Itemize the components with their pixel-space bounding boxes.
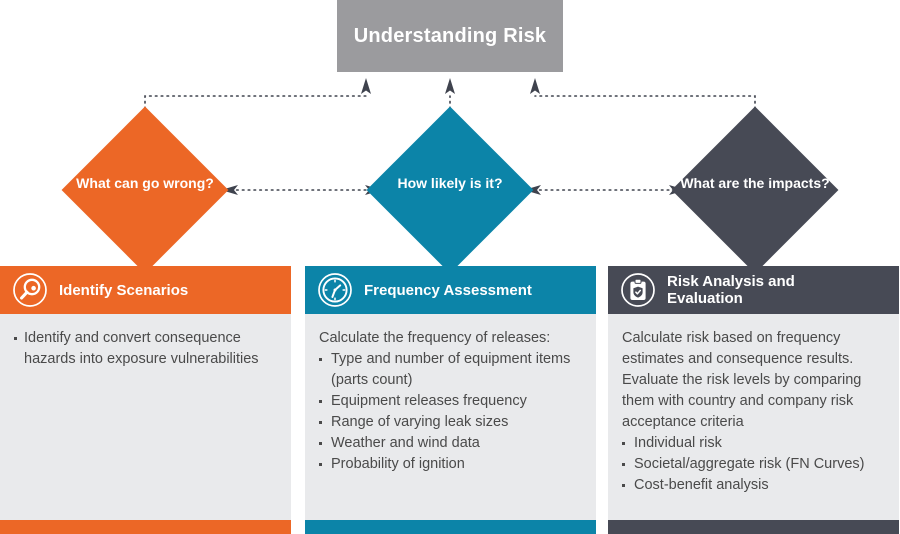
card-frequency-assessment-body: Calculate the frequency of releases: Typ…: [305, 314, 596, 475]
list-item: Type and number of equipment items (part…: [315, 349, 582, 391]
card-frequency-assessment-footer: [305, 520, 596, 534]
card-identify-scenarios-bullets: Identify and convert consequence hazards…: [10, 328, 277, 370]
card-risk-analysis-evaluation: Risk Analysis and Evaluation Calculate r…: [608, 266, 899, 534]
card-frequency-assessment-bullets: Type and number of equipment items (part…: [315, 349, 582, 475]
card-identify-scenarios-body: Identify and convert consequence hazards…: [0, 314, 291, 370]
connector-right-to-top: [534, 95, 756, 133]
card-risk-analysis-evaluation-header: Risk Analysis and Evaluation: [608, 266, 899, 314]
list-item: Individual risk: [618, 433, 885, 454]
card-identify-scenarios-footer: [0, 520, 291, 534]
card-identify-scenarios-header: Identify Scenarios: [0, 266, 291, 314]
card-risk-analysis-evaluation-bullets: Individual risk Societal/aggregate risk …: [618, 433, 885, 496]
understanding-risk-box: Understanding Risk: [337, 0, 563, 72]
diamond-what-can-go-wrong-label: What can go wrong?: [76, 175, 214, 191]
page-title: Understanding Risk: [353, 24, 547, 47]
connector-left-to-top: [144, 95, 367, 133]
card-frequency-assessment-header: Frequency Assessment: [305, 266, 596, 314]
card-identify-scenarios-title: Identify Scenarios: [59, 281, 189, 299]
list-item: Societal/aggregate risk (FN Curves): [618, 454, 885, 475]
card-risk-analysis-evaluation-lead: Calculate risk based on frequency estima…: [622, 330, 862, 430]
list-item: Range of varying leak sizes: [315, 412, 582, 433]
diamond-how-likely-is-it-label: How likely is it?: [397, 175, 503, 191]
card-frequency-assessment-lead: Calculate the frequency of releases:: [319, 330, 551, 346]
clipboard-shield-icon: [621, 273, 655, 307]
card-identify-scenarios: Identify Scenarios Identify and convert …: [0, 266, 291, 534]
card-risk-analysis-evaluation-title: Risk Analysis and Evaluation: [667, 273, 795, 307]
card-frequency-assessment-title: Frequency Assessment: [364, 281, 532, 299]
list-item: Identify and convert consequence hazards…: [10, 328, 277, 370]
diamond-what-are-the-impacts-label: What are the impacts?: [680, 175, 830, 191]
card-frequency-assessment: Frequency Assessment Calculate the frequ…: [305, 266, 596, 534]
card-risk-analysis-evaluation-footer: [608, 520, 899, 534]
list-item: Probability of ignition: [315, 454, 582, 475]
list-item: Weather and wind data: [315, 433, 582, 454]
magnifier-icon: [13, 273, 47, 307]
list-item: Cost-benefit analysis: [618, 475, 885, 496]
arrowheads-up: [361, 78, 540, 94]
list-item: Equipment releases frequency: [315, 391, 582, 412]
clock-gauge-icon: [318, 273, 352, 307]
card-risk-analysis-evaluation-body: Calculate risk based on frequency estima…: [608, 314, 899, 496]
